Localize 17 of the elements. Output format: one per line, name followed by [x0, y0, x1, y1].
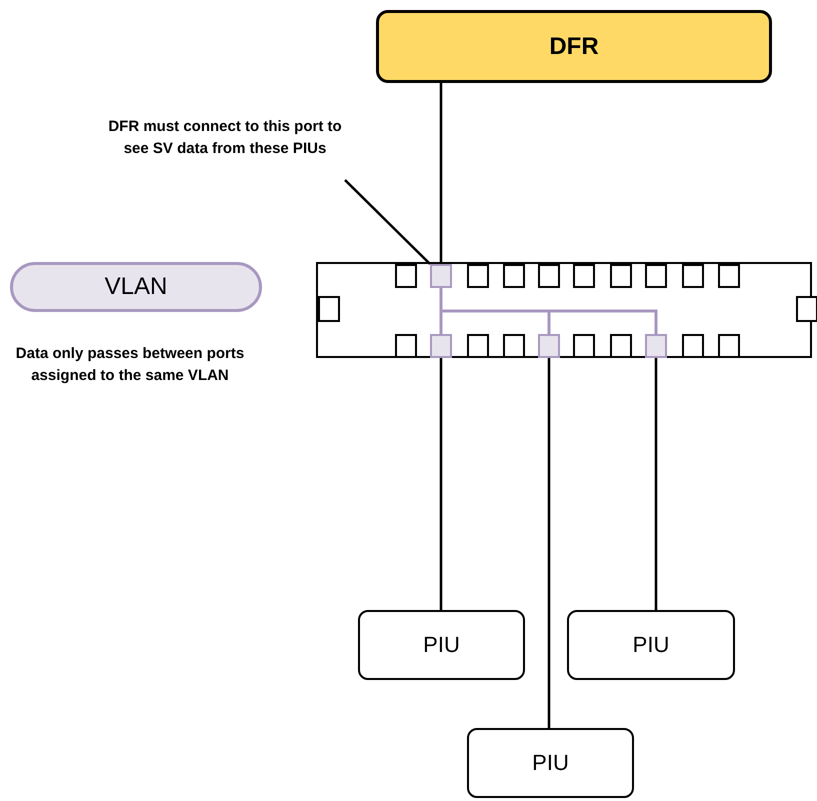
- cable-line: [440, 83, 442, 264]
- note-text: Data only passes between ports assigned to the same VLAN: [14, 344, 246, 386]
- vlan-port: [645, 334, 667, 358]
- piu-box: PIU: [567, 610, 735, 680]
- vlan-port: [538, 334, 560, 358]
- vlan-port: [430, 334, 452, 358]
- dfr-box: DFR: [376, 10, 772, 83]
- cable-line: [548, 358, 550, 728]
- cable-line: [440, 358, 442, 610]
- piu-box: PIU: [358, 610, 525, 680]
- piu-box: PIU: [467, 728, 634, 798]
- cable-line: [654, 358, 658, 610]
- vlan-port: [430, 264, 452, 288]
- vlan-key: VLAN: [10, 262, 262, 312]
- callout-text: DFR must connect to this port to see SV data from these PIUs: [105, 95, 345, 180]
- vlan-link: [440, 288, 658, 334]
- leader-line: [344, 179, 431, 265]
